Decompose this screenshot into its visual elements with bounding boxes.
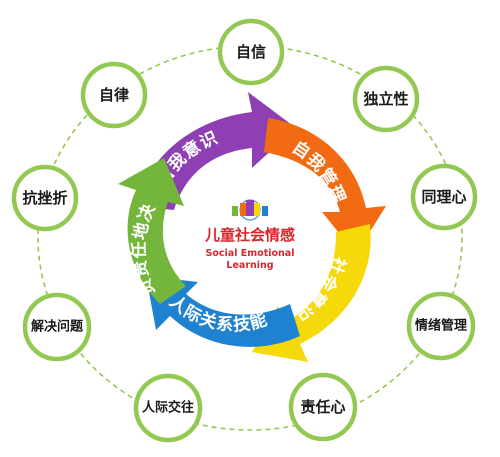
- svg-text:情绪管理: 情绪管理: [415, 318, 467, 334]
- node-problem-solving: 解决问题: [22, 292, 92, 362]
- sel-logo-icon: [232, 199, 268, 221]
- arrow-responsible-decision: 负责任地决策: [0, 0, 186, 304]
- svg-text:独立性: 独立性: [363, 90, 408, 108]
- node-resilience: 抗挫折: [11, 164, 79, 232]
- svg-text:解决问题: 解决问题: [30, 319, 84, 335]
- node-emotion-management: 情绪管理: [406, 291, 476, 361]
- node-independence: 独立性: [352, 65, 420, 133]
- center-subtitle-line1: Social Emotional: [206, 248, 295, 259]
- svg-text:人际交往: 人际交往: [142, 400, 194, 416]
- center-subtitle-line2: Learning: [226, 260, 273, 271]
- arrow-label-responsible-decision: 负责任地决策: [0, 0, 160, 299]
- node-responsibility: 责任心: [288, 372, 358, 442]
- svg-text:自律: 自律: [99, 86, 129, 104]
- node-self-discipline: 自律: [80, 61, 148, 129]
- svg-text:同理心: 同理心: [421, 188, 466, 206]
- svg-text:抗挫折: 抗挫折: [22, 189, 67, 207]
- node-empathy: 同理心: [410, 163, 478, 231]
- node-interpersonal: 人际交往: [133, 373, 203, 443]
- svg-text:自信: 自信: [236, 43, 266, 61]
- svg-text:责任心: 责任心: [300, 398, 345, 416]
- outer-ring-connector: [37, 45, 463, 431]
- node-confidence: 自信: [217, 18, 285, 86]
- center-title: 儿童社会情感: [204, 226, 295, 244]
